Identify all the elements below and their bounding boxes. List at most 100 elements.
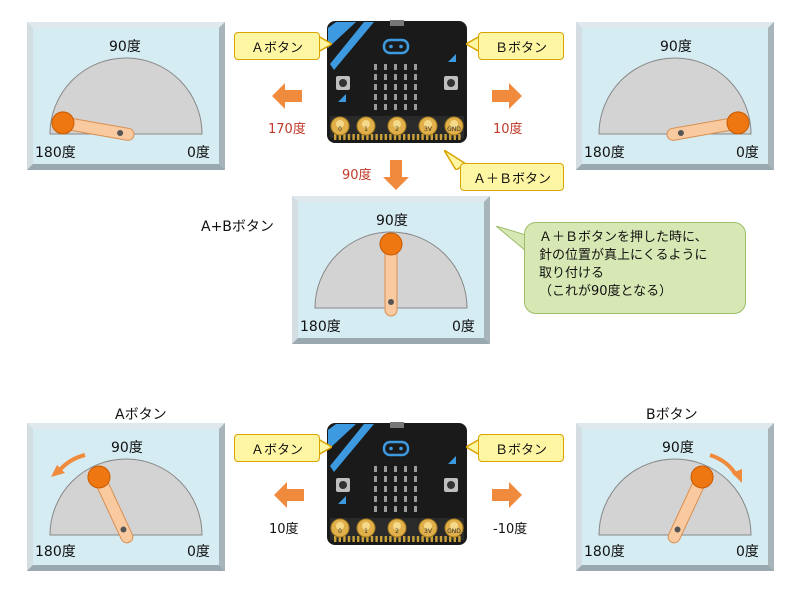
servo-hub <box>87 465 111 489</box>
led <box>384 84 387 90</box>
edge-pin <box>435 536 438 542</box>
led <box>384 496 387 502</box>
led <box>404 466 407 472</box>
callout-a-button: Ａボタン <box>234 32 320 60</box>
label-0-degree: 0度 <box>187 145 210 161</box>
edge-pin <box>407 134 410 140</box>
rotate-arrow-head-icon <box>732 469 742 483</box>
led <box>414 506 417 512</box>
corner-marking-icon <box>328 22 356 48</box>
label-180-degree: 180度 <box>584 145 625 161</box>
panel-bevel <box>27 22 225 28</box>
edge-pin <box>343 134 346 140</box>
callout-b-button: Ｂボタン <box>478 32 564 60</box>
led <box>404 104 407 110</box>
arrow-down-icon <box>383 160 409 190</box>
edge-pin <box>347 536 351 542</box>
led <box>414 84 417 90</box>
edge-pin <box>416 536 420 542</box>
label-180-degree: 180度 <box>35 544 76 560</box>
a-button-title: Aボタン <box>115 407 167 423</box>
gauge-graphic <box>27 22 225 170</box>
panel-bevel <box>576 22 774 28</box>
pin-label: 1 <box>364 126 368 133</box>
edge-pin <box>352 536 355 542</box>
led <box>394 94 397 100</box>
led <box>374 104 377 110</box>
note-line: 針の位置が真上にくるように <box>539 248 708 263</box>
servo-needle <box>666 111 750 141</box>
panel-bevel <box>292 196 298 344</box>
led <box>394 84 397 90</box>
edge-pin <box>361 536 364 542</box>
gauge-graphic <box>576 22 774 170</box>
label-90-degree: 90度 <box>111 440 143 456</box>
logo-dot <box>399 44 403 49</box>
gpio-pin-hole <box>336 522 344 530</box>
edge-pin <box>407 536 410 542</box>
corner-marking-icon <box>330 22 374 70</box>
panel-bevel <box>576 565 774 571</box>
edge-pin <box>458 536 461 542</box>
pin-label: 1 <box>364 528 368 535</box>
edge-pin <box>338 536 341 542</box>
led <box>384 64 387 70</box>
edge-pin <box>449 536 452 542</box>
usb-connector <box>390 422 404 428</box>
edge-pin <box>389 134 392 140</box>
note-line: Ａ＋Ｂボタンを押した時に、 <box>539 230 708 245</box>
edge-pin <box>398 536 401 542</box>
edge-pin <box>444 536 447 542</box>
led <box>404 506 407 512</box>
corner-marking-icon <box>328 424 356 450</box>
edge-pin <box>380 536 383 542</box>
servo-needle <box>667 465 714 544</box>
pin-label: 2 <box>395 126 399 133</box>
arrow-right-icon <box>492 83 522 109</box>
edge-pin <box>352 134 355 140</box>
edge-pin <box>380 134 383 140</box>
arrow-left-icon <box>272 83 302 109</box>
button-b-cap <box>447 79 455 87</box>
led <box>394 476 397 482</box>
needle-screw <box>388 299 394 305</box>
led <box>384 476 387 482</box>
note-line: 取り付ける <box>539 266 605 281</box>
button-b-cap <box>447 481 455 489</box>
led <box>394 74 397 80</box>
led <box>394 506 397 512</box>
led <box>414 476 417 482</box>
gauge-graphic <box>292 196 490 344</box>
edge-pin <box>453 536 456 542</box>
label-180-degree: 180度 <box>584 544 625 560</box>
gpio-pin-hole <box>393 522 401 530</box>
led <box>414 74 417 80</box>
edge-pin <box>370 536 374 542</box>
led <box>404 476 407 482</box>
button-a-marker-icon <box>338 496 346 504</box>
led <box>404 496 407 502</box>
label-90-degree: 90度 <box>662 440 694 456</box>
label-180-degree: 180度 <box>300 319 341 335</box>
pin-label: 0 <box>338 126 342 133</box>
edge-pin <box>435 134 438 140</box>
label-180-degree: 180度 <box>35 145 76 161</box>
led <box>404 486 407 492</box>
gauge-panel-top-left: 90度 180度 0度 <box>27 22 225 170</box>
panel-bevel <box>219 22 225 170</box>
servo-needle <box>51 111 135 141</box>
led <box>384 74 387 80</box>
edge-pin <box>449 134 452 140</box>
led <box>374 506 377 512</box>
logo-dot <box>389 446 393 451</box>
edge-pin <box>403 536 406 542</box>
usb-connector <box>390 20 404 26</box>
edge-pin <box>361 134 364 140</box>
logo-dot <box>389 44 393 49</box>
panel-bevel <box>27 565 225 571</box>
led <box>394 466 397 472</box>
callout-pointer <box>466 35 480 53</box>
edge-pin <box>393 134 397 140</box>
panel-bevel <box>27 164 225 170</box>
